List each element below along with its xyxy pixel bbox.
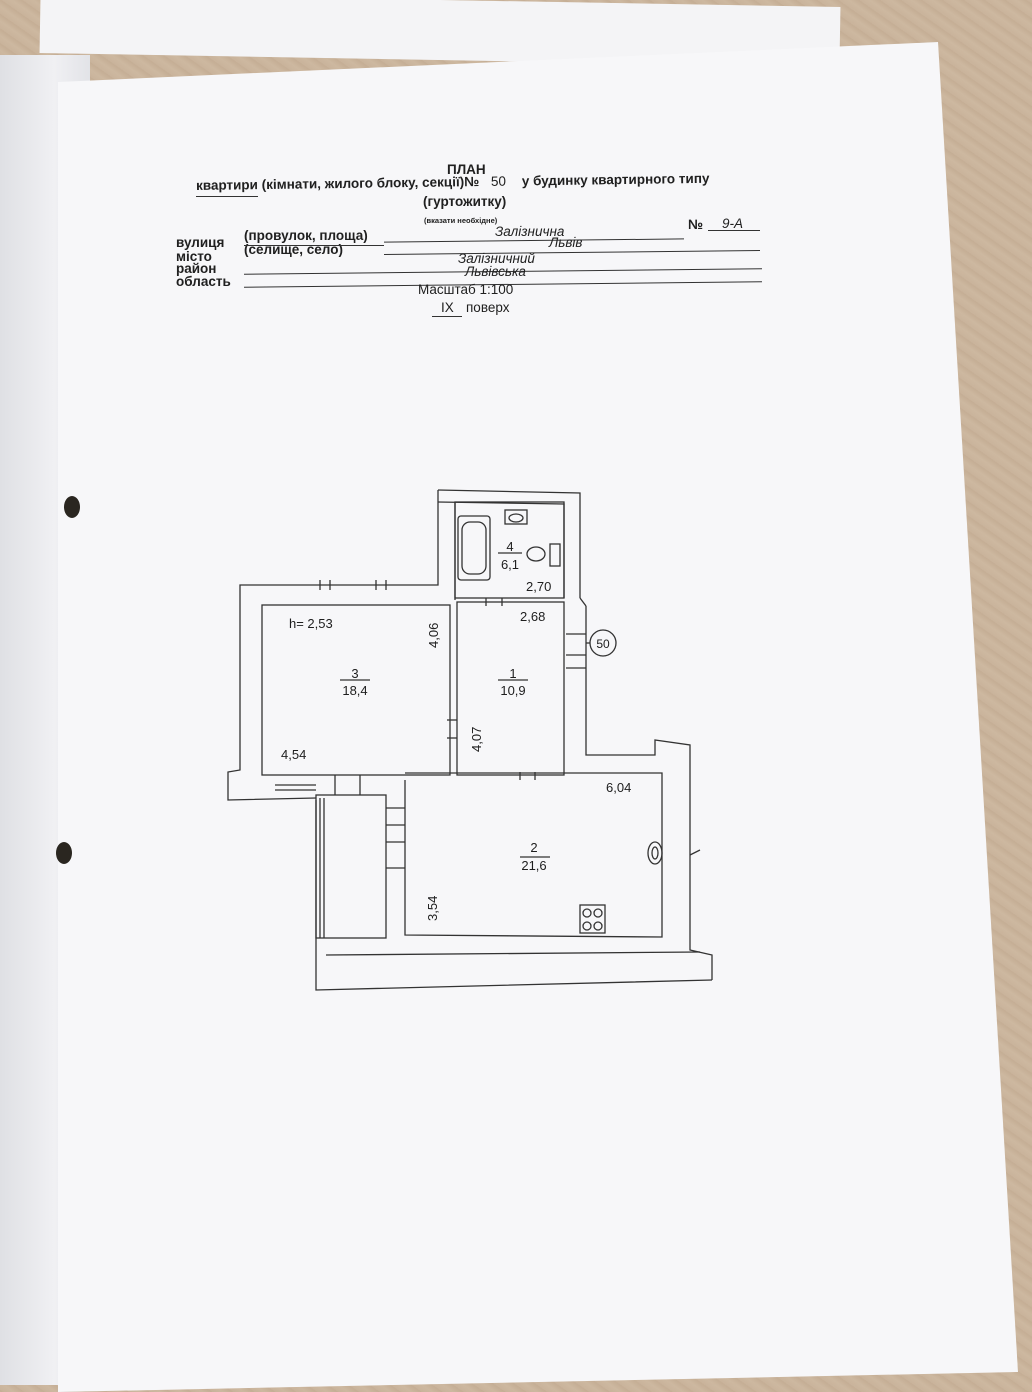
number-label: № xyxy=(688,217,704,232)
dim-room2-depth: 3,54 xyxy=(425,896,440,921)
label-city: місто xyxy=(176,249,212,264)
room-4-number: 4 xyxy=(506,539,513,554)
dim-room1-depth: 4,07 xyxy=(469,727,484,752)
building-number-value: 9-А xyxy=(722,216,744,231)
room-4-area: 6,1 xyxy=(501,557,519,572)
room-1-area: 10,9 xyxy=(500,683,525,698)
street-value: Залізнична xyxy=(495,224,565,239)
room-3-area: 18,4 xyxy=(342,683,367,698)
title-underline xyxy=(196,196,258,197)
dim-room3-width: 4,54 xyxy=(281,747,306,762)
bathtub-icon xyxy=(457,515,491,581)
dim-room4-width: 2,70 xyxy=(526,579,551,594)
doc-note: (вказати необхідне) xyxy=(424,216,498,225)
floor-number: IX xyxy=(441,300,454,315)
doc-line2: (гуртожитку) xyxy=(423,194,507,209)
floor-label: поверх xyxy=(466,300,510,315)
dim-room2-width: 6,04 xyxy=(606,780,631,795)
room-2-area: 21,6 xyxy=(521,858,546,873)
number-value-line xyxy=(708,230,760,231)
kitchen-sink-icon xyxy=(647,841,663,865)
label-district: район xyxy=(176,261,217,276)
scale-label: Масштаб 1:100 xyxy=(418,282,514,297)
dim-room1-width: 2,68 xyxy=(520,609,545,624)
document-sheet xyxy=(58,42,1018,1392)
floor-underline xyxy=(432,316,462,317)
dim-room3-depth: 4,06 xyxy=(426,623,441,648)
label-street-alt: (провулок, площа) xyxy=(244,228,368,243)
sink-icon xyxy=(504,509,528,525)
room-1-number: 1 xyxy=(509,666,516,681)
ceiling-height: h= 2,53 xyxy=(289,616,333,631)
region-value: Львівська xyxy=(465,264,526,279)
punch-hole-bottom xyxy=(56,842,72,864)
street-line xyxy=(244,245,384,246)
punch-hole-top xyxy=(64,496,80,518)
apartment-marker: 50 xyxy=(596,637,610,651)
plan-walls xyxy=(227,489,713,991)
doc-title: ПЛАН xyxy=(447,162,486,177)
district-value: Залізничний xyxy=(458,251,535,266)
room-3-number: 3 xyxy=(351,666,358,681)
city-value: Львів xyxy=(549,235,583,250)
toilet-icon xyxy=(526,546,546,562)
room-2-number: 2 xyxy=(530,840,537,855)
label-region: область xyxy=(176,274,231,289)
stove-icon xyxy=(579,904,606,934)
label-street: вулиця xyxy=(176,235,225,250)
